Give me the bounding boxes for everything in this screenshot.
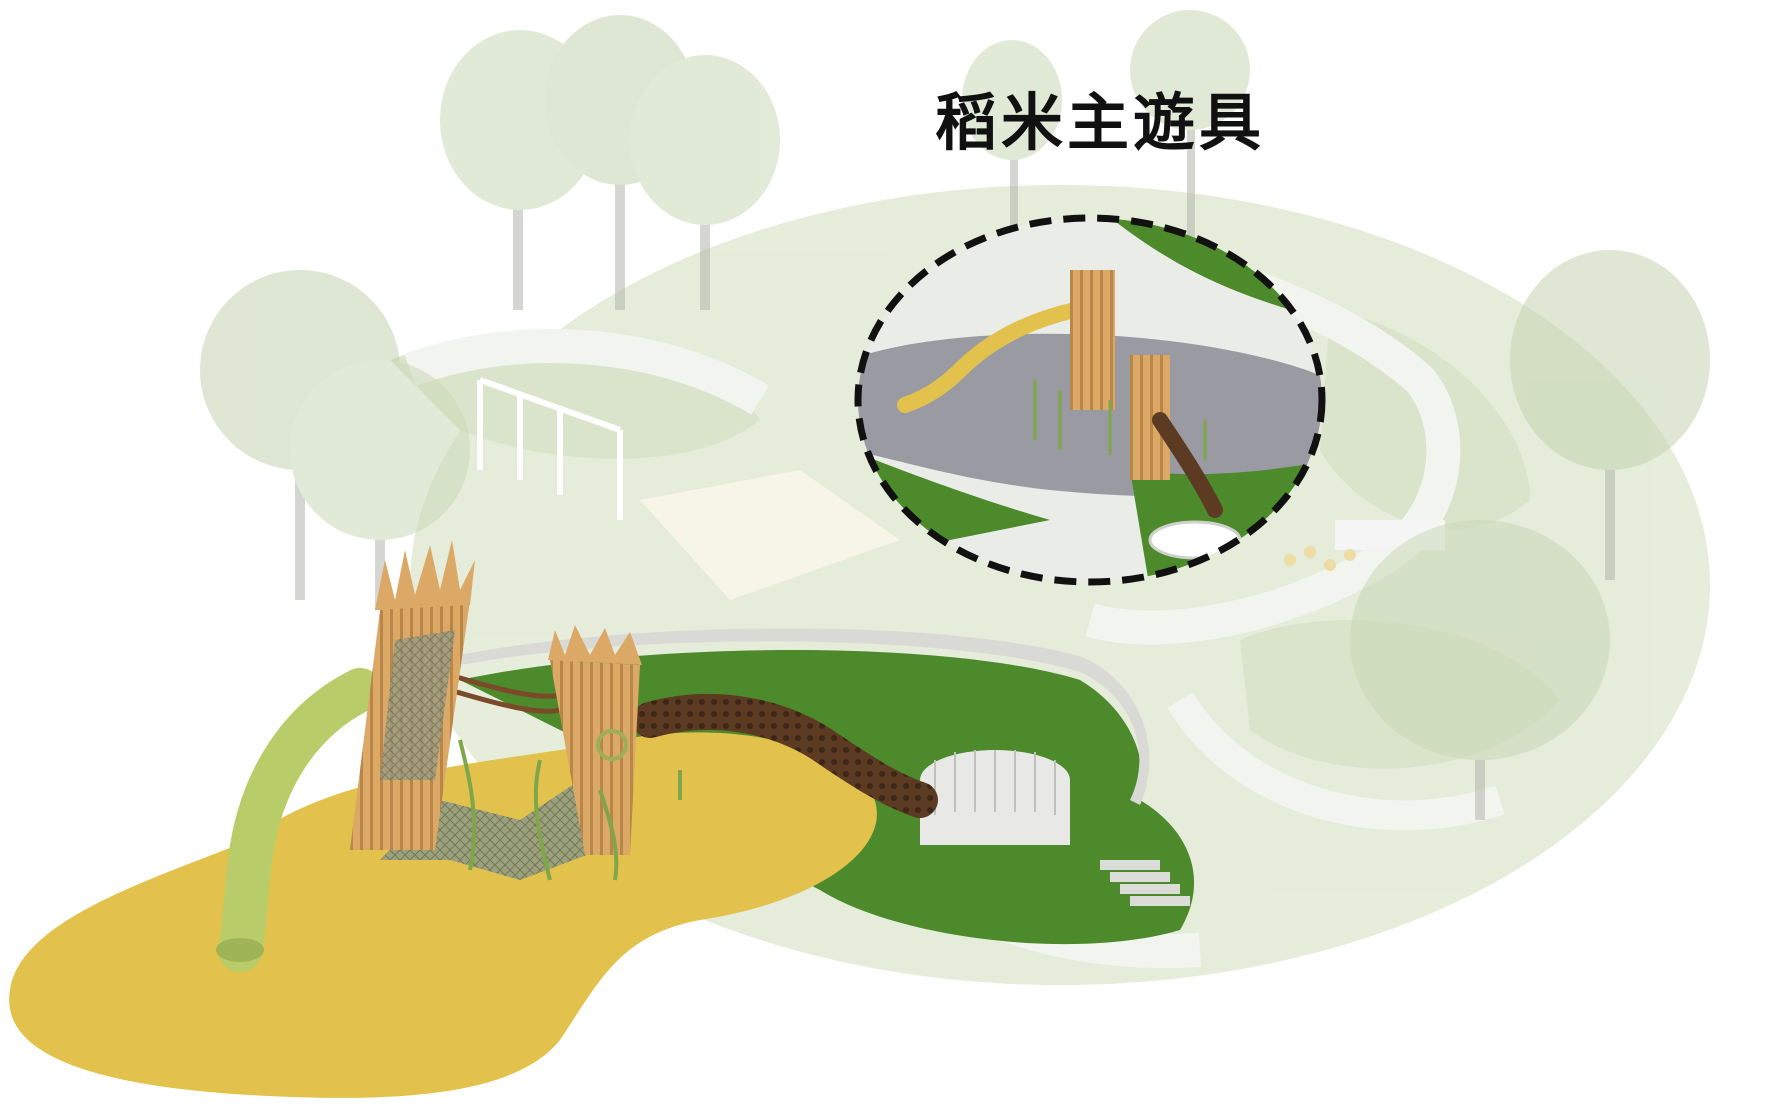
short-tower bbox=[548, 625, 642, 855]
rice-playground-main bbox=[9, 540, 1195, 1098]
fence-enclosure bbox=[920, 750, 1070, 845]
tree bbox=[1350, 520, 1610, 820]
zoom-inset bbox=[854, 214, 1326, 586]
zoom-title: 稻米主遊具 bbox=[934, 86, 1265, 159]
rope-bridge bbox=[449, 672, 561, 714]
dashed-highlight-circle bbox=[854, 214, 1326, 586]
background-trees bbox=[200, 10, 1710, 820]
stairs bbox=[1100, 860, 1190, 906]
tree bbox=[1510, 250, 1710, 580]
porthole bbox=[596, 729, 628, 761]
grass-posts bbox=[458, 739, 682, 881]
perimeter-wall bbox=[460, 628, 1150, 805]
sand-play-area bbox=[9, 732, 877, 1098]
tree bbox=[962, 40, 1062, 280]
tree bbox=[630, 55, 780, 310]
inset-rubber-ground bbox=[858, 333, 1322, 497]
tall-tower bbox=[350, 540, 475, 850]
tube-slide bbox=[218, 668, 382, 972]
rope-tunnel bbox=[632, 693, 938, 818]
tree bbox=[1130, 10, 1250, 240]
tree bbox=[290, 360, 470, 610]
slide-exit bbox=[216, 938, 264, 962]
